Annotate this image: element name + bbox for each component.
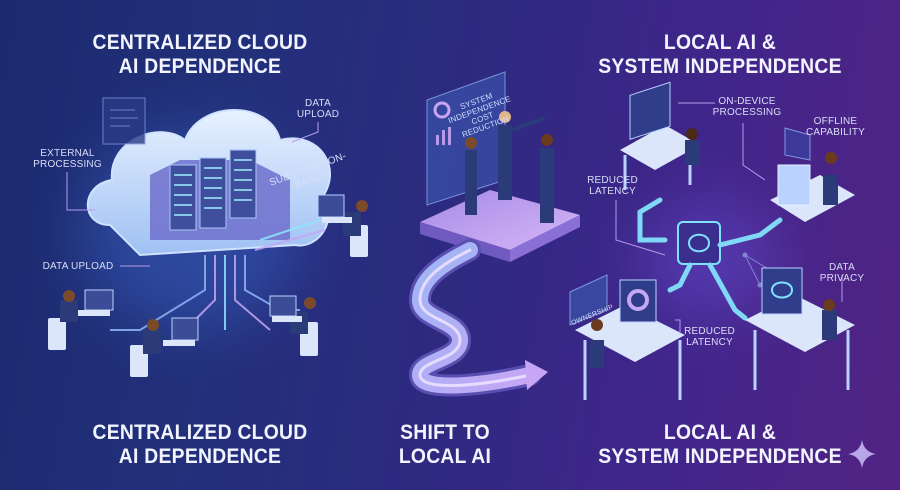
label-line: DATA <box>829 262 855 273</box>
title-line: SYSTEM INDEPENDENCE <box>598 445 842 468</box>
title-line: CENTRALIZED CLOUD <box>92 421 308 444</box>
worker-laptop-3 <box>269 295 318 356</box>
cloud-server-icon <box>86 109 331 257</box>
label-line: REDUCED <box>684 326 735 337</box>
title-line: LOCAL AI & <box>663 421 777 444</box>
title-bottom-right: LOCAL AI & SYSTEM INDEPENDENCE <box>596 421 844 469</box>
local-label-connectors <box>615 102 843 334</box>
title-top-left: CENTRALIZED CLOUD AI DEPENDENCE <box>85 31 315 79</box>
code-panel-icon <box>102 97 146 145</box>
label-line: UPLOAD <box>296 109 340 120</box>
shift-path-arrow <box>409 239 548 397</box>
local-ai-arrows <box>637 197 783 321</box>
label-line: LATENCY <box>589 186 636 197</box>
strategy-board <box>426 71 506 206</box>
workstation-ownership <box>569 274 685 400</box>
title-line: AI DEPENDENCE <box>118 55 282 78</box>
workstation-laptop <box>620 81 700 190</box>
title-line: LOCAL AI & <box>663 31 777 54</box>
label-data-upload-bottom: DATA UPLOAD <box>42 261 114 272</box>
title-top-right: LOCAL AI & SYSTEM INDEPENDENCE <box>596 31 844 79</box>
label-data-privacy: DATA PRIVACY <box>818 262 866 284</box>
title-line: AI DEPENDENCE <box>118 445 282 468</box>
workstation-offline-desktop <box>770 127 855 222</box>
title-line: SHIFT TO <box>400 421 490 444</box>
label-on-device-processing: ON-DEVICE PROCESSING <box>712 96 782 118</box>
worker-laptop-1 <box>48 289 114 350</box>
label-line: LATENCY <box>686 337 733 348</box>
title-line: CENTRALIZED CLOUD <box>92 31 308 54</box>
label-reduced-latency-top: REDUCED LATENCY <box>585 175 640 197</box>
label-line: OFFLINE <box>813 116 858 127</box>
business-people <box>465 111 554 223</box>
label-line: PROCESSING <box>712 107 782 118</box>
title-bottom-center: SHIFT TO LOCAL AI <box>390 421 500 469</box>
title-line: LOCAL AI <box>398 445 492 468</box>
label-reduced-latency-bottom: REDUCED LATENCY <box>682 326 737 348</box>
label-line: REDUCED <box>587 175 638 186</box>
label-connector-lines <box>66 122 319 267</box>
title-line: SYSTEM INDEPENDENCE <box>598 55 842 78</box>
label-external-processing: EXTERNAL PROCESSING <box>30 148 105 170</box>
title-bottom-left: CENTRALIZED CLOUD AI DEPENDENCE <box>85 421 315 469</box>
meeting-platform <box>420 190 580 262</box>
worker-laptop-2 <box>130 317 199 377</box>
central-brain-chip <box>677 221 721 265</box>
label-line: ON-DEVICE <box>718 96 776 107</box>
label-line: PROCESSING <box>33 159 102 170</box>
label-data-upload-top: DATA UPLOAD <box>293 98 343 120</box>
label-line: DATA <box>305 98 331 109</box>
sparkle-icon <box>848 440 876 468</box>
label-line: EXTERNAL <box>40 148 95 159</box>
label-line: CAPABILITY <box>805 127 866 138</box>
label-line: PRIVACY <box>819 273 865 284</box>
worker-laptop-4 <box>317 194 368 257</box>
workstation-privacy <box>745 267 855 390</box>
label-offline-capability: OFFLINE CAPABILITY <box>803 116 868 138</box>
